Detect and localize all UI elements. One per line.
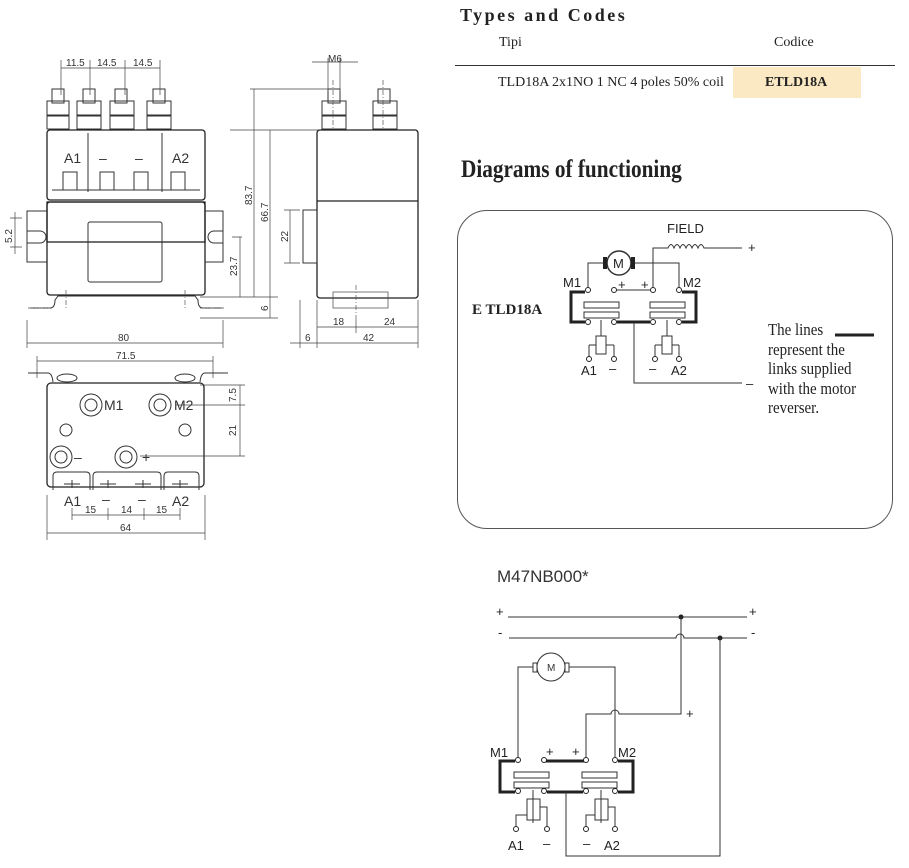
rail-minus-right: - xyxy=(751,625,755,640)
dim-71-5: 71.5 xyxy=(116,351,136,362)
m1-label: M1 xyxy=(563,275,581,290)
legend-line: reverser. xyxy=(768,398,820,417)
supply-minus: – xyxy=(746,376,754,391)
dim-80: 80 xyxy=(118,333,130,344)
legend-line: represent the xyxy=(768,339,845,359)
motor-label: M xyxy=(613,256,624,271)
field-coil xyxy=(652,244,742,290)
code-cell-highlight xyxy=(733,67,861,98)
m1-label: M1 xyxy=(490,745,508,760)
dim-21: 21 xyxy=(228,424,239,436)
dim-14-5-b: 14.5 xyxy=(133,58,153,69)
model-label: E TLD18A xyxy=(472,302,543,318)
dim-23-7: 23.7 xyxy=(229,256,240,276)
schematic-terminals xyxy=(585,287,682,362)
code-cell: ETLD18A xyxy=(765,75,828,90)
diagrams-heading: Diagrams of functioning xyxy=(461,156,682,183)
front-label-minus-2: – xyxy=(135,150,143,166)
rail-plus-left: + xyxy=(496,604,504,619)
legend-line: with the motor xyxy=(768,378,857,398)
bottom-label-m1: M1 xyxy=(104,397,124,413)
dim-5-2: 5.2 xyxy=(4,229,15,243)
field-label: FIELD xyxy=(667,221,704,236)
coil2-minus: – xyxy=(583,836,591,851)
coil1-minus: – xyxy=(609,361,617,376)
dim-m6: M6 xyxy=(328,54,342,65)
dim-11-5: 11.5 xyxy=(66,58,85,69)
table-divider xyxy=(455,65,895,66)
m2-label: M2 xyxy=(683,275,701,290)
front-label-a1: A1 xyxy=(64,150,81,166)
bottom-view-drawing: 80 71.5 M1 M2 – + A1 – – A2 7.5 21 15 14… xyxy=(26,320,245,540)
types-heading: Types and Codes xyxy=(460,5,628,25)
plus-2: + xyxy=(641,277,649,292)
a2-label: A2 xyxy=(604,838,620,853)
functioning-schematic: FIELD + M M1 + + M2 A1 – – A2 – xyxy=(563,221,874,391)
terminal-studs xyxy=(46,88,172,130)
coil1-minus: – xyxy=(543,836,551,851)
plus-feed-label: + xyxy=(686,706,694,721)
bottom-label-minus-2: – xyxy=(138,491,146,507)
plus-1: + xyxy=(546,744,554,759)
legend-text: The lines represent the links supplied w… xyxy=(768,320,856,418)
plus-1: + xyxy=(618,277,626,292)
dim-15-a: 15 xyxy=(85,505,97,516)
side-view-drawing: M6 22 18 24 6 42 xyxy=(280,54,419,348)
field-plus: + xyxy=(748,240,756,255)
front-label-a2: A2 xyxy=(172,150,189,166)
col-header-types: Tipi xyxy=(499,35,522,50)
front-view-drawing: A1 – – A2 11.5 14.5 14.5 83.7 66.7 23.7 … xyxy=(4,58,330,319)
a1-label: A1 xyxy=(581,363,597,378)
wiring-terminals xyxy=(513,757,618,832)
wiring-schematic: + - + - + M M1 + + M2 A1 – – A2 xyxy=(490,604,757,857)
bottom-label-a2: A2 xyxy=(172,493,189,509)
type-cell: TLD18A 2x1NO 1 NC 4 poles 50% coil xyxy=(498,75,724,90)
motor-label: M xyxy=(547,663,555,674)
a2-label: A2 xyxy=(671,363,687,378)
wiring-title: M47NB000* xyxy=(497,567,589,586)
dim-7-5: 7.5 xyxy=(228,388,239,402)
diagram-box xyxy=(457,210,893,529)
front-label-minus-1: – xyxy=(99,150,107,166)
bottom-label-plus: + xyxy=(142,449,150,465)
dim-66-7: 66.7 xyxy=(260,202,271,222)
dim-14-5-a: 14.5 xyxy=(97,58,117,69)
dim-24: 24 xyxy=(384,317,396,328)
dim-83-7: 83.7 xyxy=(244,185,255,205)
dim-6-front: 6 xyxy=(260,305,271,311)
dim-6-side: 6 xyxy=(305,333,311,344)
bottom-label-minus-1: – xyxy=(102,491,110,507)
coil2-minus: – xyxy=(649,361,657,376)
col-header-code: Codice xyxy=(774,35,814,50)
bottom-label-a1: A1 xyxy=(64,493,81,509)
dim-42: 42 xyxy=(363,333,375,344)
table-row: TLD18A 2x1NO 1 NC 4 poles 50% coil ETLD1… xyxy=(455,67,895,99)
bottom-terminals xyxy=(49,393,200,490)
dim-18: 18 xyxy=(333,317,345,328)
legend-line: links supplied xyxy=(768,359,852,378)
rail-plus-right: + xyxy=(749,604,757,619)
legend-line: The lines xyxy=(768,320,824,339)
dim-15-b: 15 xyxy=(156,505,168,516)
dim-64: 64 xyxy=(120,523,132,534)
dim-14: 14 xyxy=(121,505,133,516)
bottom-label-minus: – xyxy=(74,449,82,465)
m2-label: M2 xyxy=(618,745,636,760)
plus-2: + xyxy=(572,744,580,759)
rail-minus-left: - xyxy=(498,625,502,640)
dim-22: 22 xyxy=(280,230,291,242)
a1-label: A1 xyxy=(508,838,524,853)
